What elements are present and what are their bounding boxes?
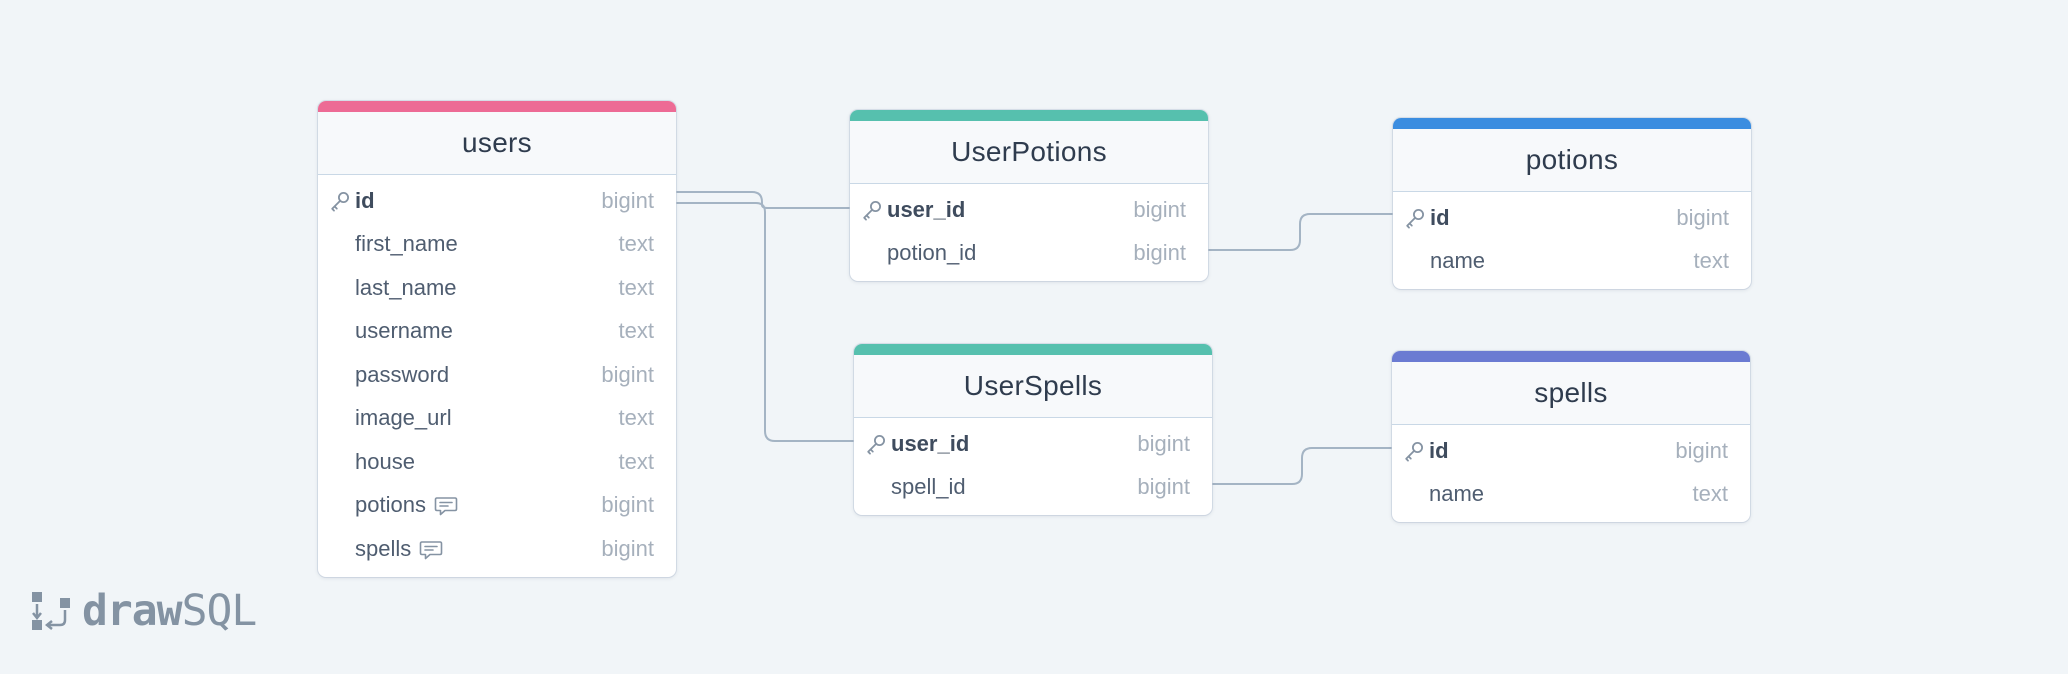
- column-row-image-url[interactable]: image_url text: [318, 397, 676, 441]
- column-name: user_id: [891, 430, 970, 456]
- column-type: text: [618, 274, 654, 300]
- column-row-password[interactable]: password bigint: [318, 353, 676, 397]
- column-row-name[interactable]: name text: [1392, 473, 1750, 517]
- column-row-id[interactable]: id bigint: [1393, 196, 1751, 240]
- key-icon: [865, 433, 887, 455]
- column-row-spell-id[interactable]: spell_id bigint: [854, 466, 1212, 510]
- key-icon: [1404, 207, 1426, 229]
- table-title[interactable]: users: [318, 112, 676, 175]
- drawsql-logo-icon: [32, 592, 70, 630]
- column-row-id[interactable]: id bigint: [318, 179, 676, 223]
- column-name: image_url: [355, 405, 452, 431]
- column-row-house[interactable]: house text: [318, 440, 676, 484]
- column-type: text: [1693, 248, 1729, 274]
- column-name: name: [1429, 481, 1485, 507]
- column-name: first_name: [355, 231, 458, 257]
- column-name: spell_id: [891, 474, 966, 500]
- table-accent-bar: [1392, 351, 1750, 362]
- table-title[interactable]: UserPotions: [850, 121, 1208, 184]
- column-type: bigint: [1133, 240, 1186, 266]
- column-type: text: [1692, 481, 1728, 507]
- column-name: id: [355, 187, 375, 213]
- column-type: text: [618, 318, 654, 344]
- column-name: house: [355, 448, 415, 474]
- table-accent-bar: [318, 101, 676, 112]
- column-type: bigint: [601, 492, 654, 518]
- logo-text-light: SQL: [181, 586, 258, 636]
- table-accent-bar: [854, 344, 1212, 355]
- table-accent-bar: [1393, 118, 1751, 129]
- key-icon: [1403, 440, 1425, 462]
- key-icon: [861, 199, 883, 221]
- column-row-name[interactable]: name text: [1393, 240, 1751, 284]
- drawsql-wordmark: drawSQL: [82, 586, 258, 636]
- table-accent-bar: [850, 110, 1208, 121]
- column-name: password: [355, 361, 450, 387]
- relation-userpotions-potion-id-to-potions-id[interactable]: [1208, 213, 1393, 251]
- key-icon: [329, 190, 351, 212]
- column-name: username: [355, 318, 453, 344]
- column-type: bigint: [1137, 430, 1190, 456]
- column-row-spells[interactable]: spells bigint: [318, 527, 676, 571]
- column-row-last-name[interactable]: last_name text: [318, 266, 676, 310]
- comment-icon[interactable]: [419, 539, 443, 561]
- column-type: text: [618, 448, 654, 474]
- column-type: bigint: [1675, 437, 1728, 463]
- column-type: bigint: [1676, 204, 1729, 230]
- table-title[interactable]: potions: [1393, 129, 1751, 192]
- column-row-user-id[interactable]: user_id bigint: [850, 188, 1208, 232]
- column-type: bigint: [1133, 196, 1186, 222]
- relation-userspells-spell-id-to-spells-id[interactable]: [1212, 447, 1392, 485]
- column-row-id[interactable]: id bigint: [1392, 429, 1750, 473]
- table-title[interactable]: UserSpells: [854, 355, 1212, 418]
- column-name: last_name: [355, 274, 457, 300]
- table-columns: id bigint name text: [1393, 192, 1751, 289]
- relation-users-id-to-userpotions-user-id[interactable]: [676, 191, 850, 209]
- column-type: bigint: [1137, 474, 1190, 500]
- column-name: potions: [355, 492, 426, 518]
- column-name: user_id: [887, 196, 966, 222]
- column-name: potion_id: [887, 240, 977, 266]
- relation-users-id-to-userspells-user-id[interactable]: [676, 202, 855, 442]
- drawsql-logo[interactable]: drawSQL: [30, 586, 258, 636]
- column-type: bigint: [601, 187, 654, 213]
- column-row-username[interactable]: username text: [318, 310, 676, 354]
- column-row-potion-id[interactable]: potion_id bigint: [850, 232, 1208, 276]
- column-type: bigint: [601, 535, 654, 561]
- logo-text-bold: draw: [82, 586, 183, 636]
- table-potions[interactable]: potions id bigint name text: [1393, 118, 1751, 289]
- column-type: text: [618, 405, 654, 431]
- column-row-first-name[interactable]: first_name text: [318, 223, 676, 267]
- column-name: id: [1429, 437, 1449, 463]
- table-columns: id bigint name text: [1392, 425, 1750, 522]
- column-name: spells: [355, 535, 412, 561]
- column-name: id: [1430, 204, 1450, 230]
- column-name: name: [1430, 248, 1486, 274]
- table-title[interactable]: spells: [1392, 362, 1750, 425]
- column-type: text: [618, 231, 654, 257]
- comment-icon[interactable]: [434, 495, 458, 517]
- column-row-potions[interactable]: potions bigint: [318, 484, 676, 528]
- table-spells[interactable]: spells id bigint name text: [1392, 351, 1750, 522]
- column-row-user-id[interactable]: user_id bigint: [854, 422, 1212, 466]
- column-type: bigint: [601, 361, 654, 387]
